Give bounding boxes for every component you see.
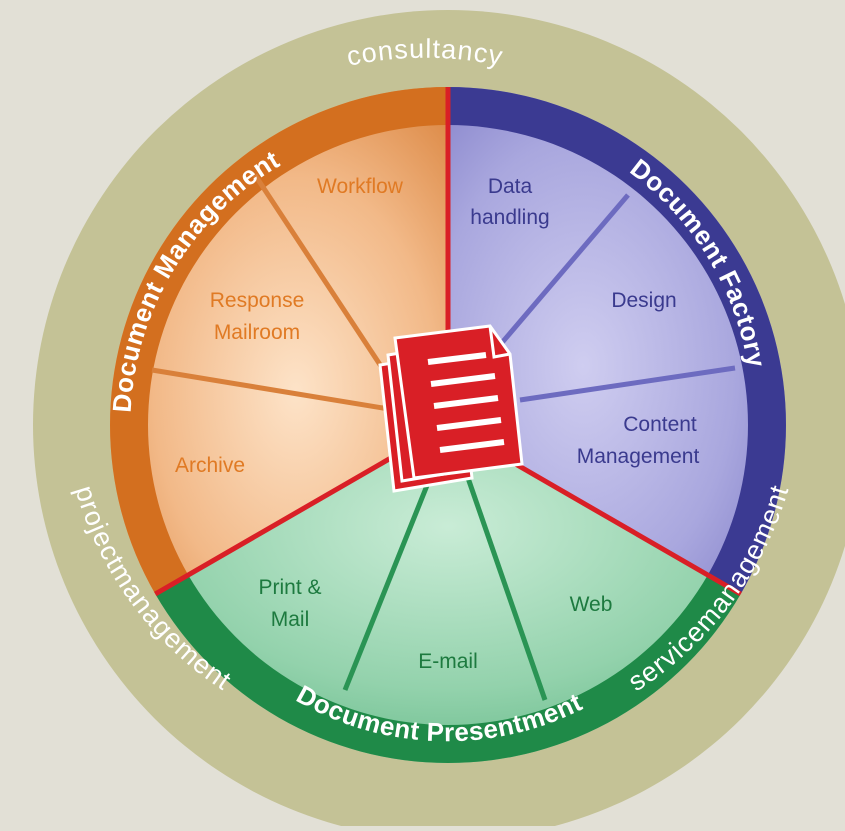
mgmt-divider-2 xyxy=(151,367,396,413)
segment-workflow: Workflow xyxy=(317,175,404,198)
segment-archive: Archive xyxy=(175,454,245,477)
segment-data: Data xyxy=(488,175,533,198)
segment-email: E-mail xyxy=(418,650,478,673)
factory-band xyxy=(448,87,786,594)
segment-web: Web xyxy=(570,593,613,616)
factory-divider-1 xyxy=(498,193,630,347)
presentment-band xyxy=(155,575,741,763)
segment-print: Print & xyxy=(258,576,321,599)
segment-management: Management xyxy=(577,445,700,468)
pres-divider-1 xyxy=(342,477,433,691)
factory-divider-2 xyxy=(519,365,736,403)
mgmt-divider-1 xyxy=(252,173,403,397)
inner-dividers xyxy=(151,173,736,701)
segment-mail: Mail xyxy=(271,608,310,631)
presentment-sector xyxy=(155,425,741,763)
pres-divider-2 xyxy=(465,477,548,701)
management-band xyxy=(110,87,449,594)
document-stack-icon xyxy=(378,324,524,493)
segment-response: Response xyxy=(210,289,305,312)
management-segment-labels: Workflow Response Mailroom Archive xyxy=(175,175,404,477)
segment-design: Design xyxy=(611,289,676,312)
segment-mailroom: Mailroom xyxy=(214,321,300,344)
segment-handling: handling xyxy=(470,206,549,229)
factory-segment-labels: Data handling Design Content Management xyxy=(470,175,699,468)
presentment-segment-labels: Print & Mail E-mail Web xyxy=(258,576,612,673)
segment-content: Content xyxy=(623,413,697,436)
